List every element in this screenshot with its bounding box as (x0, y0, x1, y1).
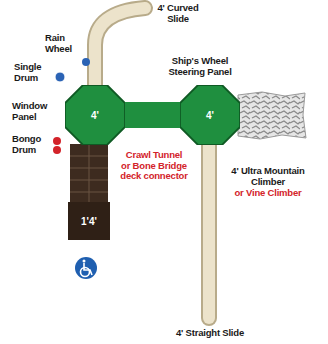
mountain-climber (238, 92, 306, 139)
part-label: Ship's Wheel Steering Panel (160, 56, 240, 77)
crawl-tunnel (123, 115, 182, 116)
stairs (70, 144, 108, 202)
part-label: Rain Wheel (45, 33, 83, 54)
bongo-drum (53, 137, 61, 145)
part-label: 4' Ultra Mountain Climber (218, 166, 318, 187)
part-label: Window Panel (12, 101, 56, 122)
deck-height: 4' (91, 110, 99, 121)
accessibility-symbol (75, 257, 97, 279)
straight-slide (203, 140, 215, 318)
part-label: 4' Straight Slide (160, 328, 260, 339)
deck-height: 1'4' (81, 216, 97, 227)
part-label: or Vine Climber (218, 188, 318, 199)
part-label: Crawl Tunnel or Bone Bridge deck connect… (120, 150, 188, 182)
part-label: 4' Curved Slide (152, 3, 204, 24)
curved-slide (95, 8, 145, 88)
straight-slide (201, 140, 217, 318)
part-label: Single Drum (14, 62, 54, 83)
step: 1'4' (68, 202, 110, 240)
bongo-drum (53, 146, 61, 154)
rain-wheel (82, 58, 90, 66)
deck-height: 4' (206, 110, 214, 121)
single-drum (55, 72, 65, 82)
part-label: Bongo Drum (12, 134, 52, 155)
deck: 4' (65, 85, 125, 145)
deck: 4' (180, 85, 240, 145)
curved-slide (95, 8, 145, 88)
